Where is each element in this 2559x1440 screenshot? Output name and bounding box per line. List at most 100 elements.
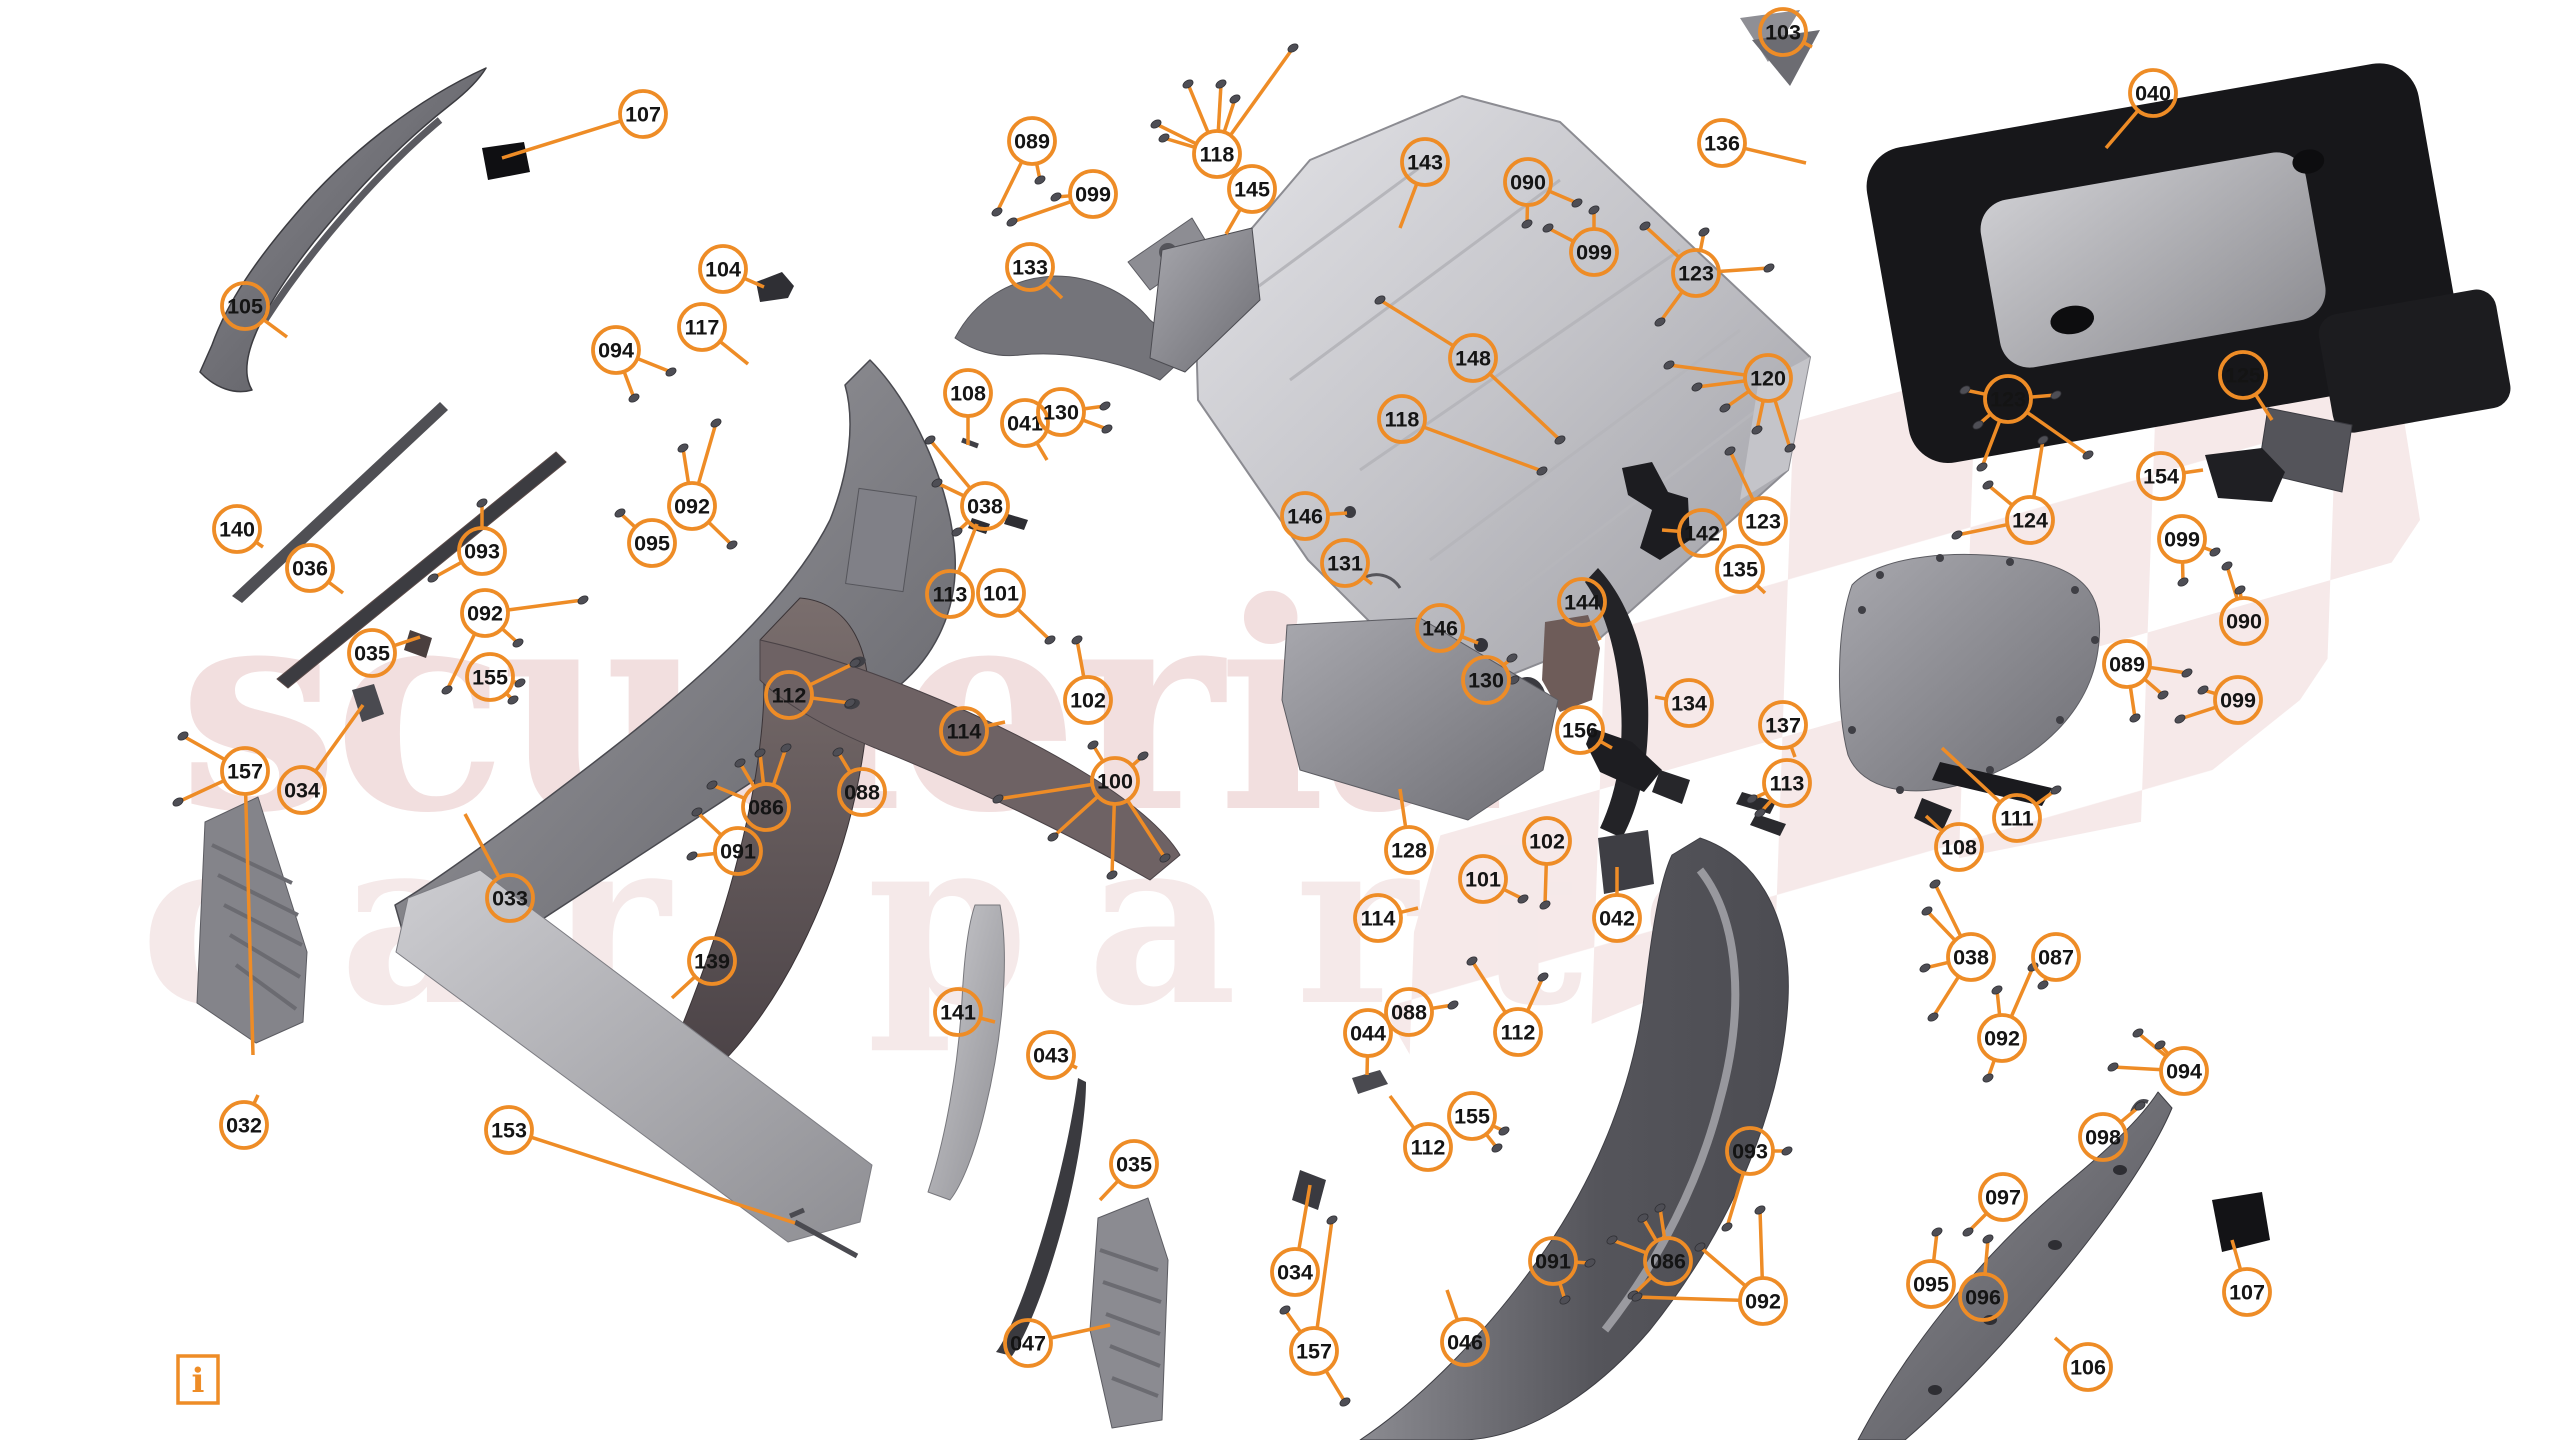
callout-103[interactable]: 103 <box>1758 7 1808 57</box>
callout-099[interactable]: 099 <box>2213 675 2263 725</box>
info-icon[interactable]: i <box>176 1354 220 1405</box>
callout-148[interactable]: 148 <box>1448 333 1498 383</box>
callout-106[interactable]: 106 <box>2063 1342 2113 1392</box>
callout-156[interactable]: 156 <box>1555 705 1605 755</box>
callout-134[interactable]: 134 <box>1664 678 1714 728</box>
callout-036[interactable]: 036 <box>285 543 335 593</box>
callout-038[interactable]: 038 <box>960 481 1010 531</box>
callout-087[interactable]: 087 <box>2031 932 2081 982</box>
callout-108[interactable]: 108 <box>1934 822 1984 872</box>
callout-146[interactable]: 146 <box>1415 603 1465 653</box>
callout-136[interactable]: 136 <box>1697 118 1747 168</box>
callout-096[interactable]: 096 <box>1958 1272 2008 1322</box>
callout-111[interactable]: 111 <box>1992 793 2042 843</box>
callout-033[interactable]: 033 <box>485 873 535 923</box>
callout-113[interactable]: 113 <box>1762 758 1812 808</box>
callout-094[interactable]: 094 <box>591 325 641 375</box>
callout-157[interactable]: 157 <box>220 746 270 796</box>
callout-102[interactable]: 102 <box>1522 816 1572 866</box>
callout-143[interactable]: 143 <box>1400 137 1450 187</box>
callout-046[interactable]: 046 <box>1440 1317 1490 1367</box>
callout-133[interactable]: 133 <box>1005 242 1055 292</box>
callout-123[interactable]: 123 <box>1671 248 1721 298</box>
callout-144[interactable]: 144 <box>1557 577 1607 627</box>
callout-108[interactable]: 108 <box>943 368 993 418</box>
callout-092[interactable]: 092 <box>1977 1013 2027 1063</box>
callout-099[interactable]: 099 <box>2157 514 2207 564</box>
callout-130[interactable]: 130 <box>1036 387 1086 437</box>
callout-042[interactable]: 042 <box>1592 893 1642 943</box>
callout-035[interactable]: 035 <box>1109 1139 1159 1189</box>
callout-086[interactable]: 086 <box>741 782 791 832</box>
callout-089[interactable]: 089 <box>2102 639 2152 689</box>
callout-095[interactable]: 095 <box>1906 1259 1956 1309</box>
callout-123[interactable]: 123 <box>1983 374 2033 424</box>
callout-098[interactable]: 098 <box>2078 1112 2128 1162</box>
callout-117[interactable]: 117 <box>677 302 727 352</box>
callout-155[interactable]: 155 <box>1447 1091 1497 1141</box>
callout-112[interactable]: 112 <box>1403 1122 1453 1172</box>
callout-130[interactable]: 130 <box>1461 655 1511 705</box>
callout-032[interactable]: 032 <box>219 1100 269 1150</box>
callout-155[interactable]: 155 <box>465 652 515 702</box>
callout-105[interactable]: 105 <box>220 281 270 331</box>
callout-034[interactable]: 034 <box>277 765 327 815</box>
callout-093[interactable]: 093 <box>1725 1126 1775 1176</box>
callout-140[interactable]: 140 <box>212 504 262 554</box>
callout-090[interactable]: 090 <box>1503 157 1553 207</box>
callout-092[interactable]: 092 <box>460 588 510 638</box>
callout-088[interactable]: 088 <box>837 767 887 817</box>
callout-125[interactable]: 125 <box>2218 350 2268 400</box>
callout-128[interactable]: 128 <box>1384 825 1434 875</box>
callout-142[interactable]: 142 <box>1677 508 1727 558</box>
callout-101[interactable]: 101 <box>976 568 1026 618</box>
callout-114[interactable]: 114 <box>939 706 989 756</box>
callout-114[interactable]: 114 <box>1353 893 1403 943</box>
callout-157[interactable]: 157 <box>1289 1326 1339 1376</box>
callout-101[interactable]: 101 <box>1458 854 1508 904</box>
callout-100[interactable]: 100 <box>1090 756 1140 806</box>
callout-154[interactable]: 154 <box>2136 451 2186 501</box>
callout-118[interactable]: 118 <box>1192 129 1242 179</box>
callout-097[interactable]: 097 <box>1978 1172 2028 1222</box>
callout-092[interactable]: 092 <box>667 481 717 531</box>
callout-141[interactable]: 141 <box>933 987 983 1037</box>
callout-038[interactable]: 038 <box>1946 932 1996 982</box>
callout-043[interactable]: 043 <box>1026 1030 1076 1080</box>
callout-090[interactable]: 090 <box>2219 596 2269 646</box>
callout-113[interactable]: 113 <box>925 569 975 619</box>
callout-123[interactable]: 123 <box>1738 496 1788 546</box>
callout-040[interactable]: 040 <box>2128 68 2178 118</box>
callout-089[interactable]: 089 <box>1007 116 1057 166</box>
callout-092[interactable]: 092 <box>1738 1276 1788 1326</box>
callout-146[interactable]: 146 <box>1280 491 1330 541</box>
callout-035[interactable]: 035 <box>347 628 397 678</box>
callout-099[interactable]: 099 <box>1569 227 1619 277</box>
callout-102[interactable]: 102 <box>1063 675 1113 725</box>
callout-107[interactable]: 107 <box>2222 1267 2272 1317</box>
callout-107[interactable]: 107 <box>618 89 668 139</box>
callout-034[interactable]: 034 <box>1270 1247 1320 1297</box>
callout-118[interactable]: 118 <box>1377 394 1427 444</box>
callout-124[interactable]: 124 <box>2005 495 2055 545</box>
callout-139[interactable]: 139 <box>687 936 737 986</box>
callout-153[interactable]: 153 <box>484 1105 534 1155</box>
callout-044[interactable]: 044 <box>1343 1008 1393 1058</box>
callout-091[interactable]: 091 <box>713 826 763 876</box>
callout-091[interactable]: 091 <box>1528 1236 1578 1286</box>
callout-131[interactable]: 131 <box>1320 538 1370 588</box>
callout-094[interactable]: 094 <box>2159 1046 2209 1096</box>
callout-112[interactable]: 112 <box>1493 1007 1543 1057</box>
callout-095[interactable]: 095 <box>627 518 677 568</box>
callout-086[interactable]: 086 <box>1643 1236 1693 1286</box>
callout-099[interactable]: 099 <box>1068 169 1118 219</box>
callout-047[interactable]: 047 <box>1003 1318 1053 1368</box>
callout-135[interactable]: 135 <box>1715 544 1765 594</box>
callout-120[interactable]: 120 <box>1743 353 1793 403</box>
callout-104[interactable]: 104 <box>698 244 748 294</box>
callout-093[interactable]: 093 <box>457 526 507 576</box>
callout-112[interactable]: 112 <box>764 670 814 720</box>
callout-088[interactable]: 088 <box>1384 987 1434 1037</box>
callout-137[interactable]: 137 <box>1758 700 1808 750</box>
callout-145[interactable]: 145 <box>1227 164 1277 214</box>
